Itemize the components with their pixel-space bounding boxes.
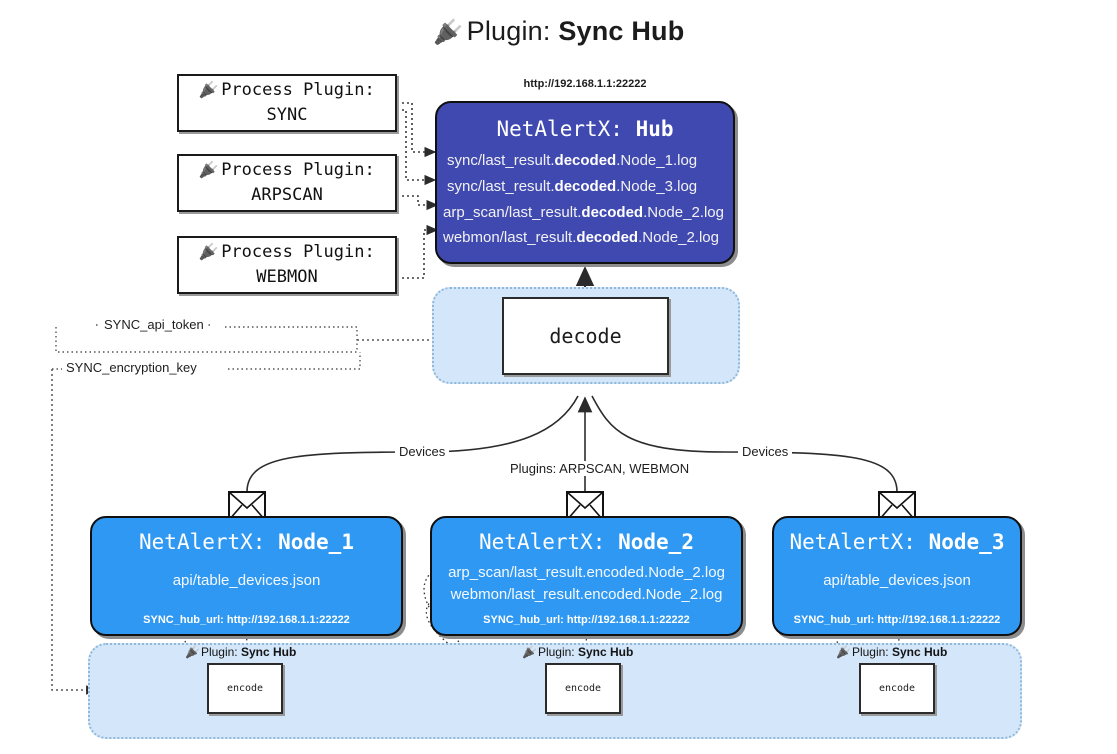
node-3-hub-url: SYNC_hub_url: http://192.168.1.1:22222 bbox=[793, 614, 1001, 626]
hub-file-3-mid: decoded bbox=[581, 204, 644, 221]
hub-file-4: webmon/last_result.decoded.Node_2.log bbox=[433, 230, 733, 245]
node-box-node-3[interactable]: NetAlertX: Node_3 api/table_devices.json… bbox=[772, 516, 1022, 636]
plug-icon: 🔌 bbox=[199, 241, 220, 261]
node-1-title-prefix: NetAlertX: bbox=[139, 530, 266, 554]
hub-file-3-pre: arp_scan/last_result. bbox=[443, 204, 582, 221]
hub-file-1-mid: decoded bbox=[554, 152, 617, 169]
hub-file-1: sync/last_result.decoded.Node_1.log bbox=[437, 153, 733, 168]
node-2-file-1: arp_scan/last_result.encoded.Node_2.log bbox=[448, 564, 725, 581]
page-title-name: Sync Hub bbox=[558, 16, 685, 46]
node-3-title-prefix: NetAlertX: bbox=[789, 530, 916, 554]
wire-sync-plugin-to-hub-2 bbox=[397, 109, 437, 186]
node-2-file-2: webmon/last_result.encoded.Node_2.log bbox=[450, 585, 723, 603]
node-1-hub-url: SYNC_hub_url: http://192.168.1.1:22222 bbox=[143, 614, 350, 626]
hub-file-4-pre: webmon/last_result. bbox=[443, 229, 577, 246]
plug-icon: 🔌 bbox=[185, 645, 200, 659]
encoder-1-caption-name: Sync Hub bbox=[241, 645, 297, 659]
encoder-1-caption-prefix: Plugin: bbox=[200, 645, 238, 659]
wire-sync-plugin-to-hub bbox=[397, 102, 437, 158]
plug-icon: 🔌 bbox=[199, 159, 220, 179]
node-3-file-1: api/table_devices.json bbox=[823, 572, 971, 589]
process-plugin-sync[interactable]: 🔌Process Plugin: SYNC bbox=[177, 74, 397, 132]
node-1-file-1: api/table_devices.json bbox=[172, 572, 321, 589]
encoder-3-caption-name: Sync Hub bbox=[892, 645, 948, 659]
hub-file-3: arp_scan/last_result.decoded.Node_2.log bbox=[433, 205, 733, 220]
hub-file-4-post: .Node_2.log bbox=[638, 229, 719, 246]
process-plugin-webmon-line2: WEBMON bbox=[256, 267, 318, 287]
hub-file-2: sync/last_result.decoded.Node_3.log bbox=[437, 179, 733, 194]
node-2-title-name: Node_2 bbox=[618, 530, 694, 554]
edge-label-devices-left: Devices bbox=[395, 444, 450, 459]
node-2-title-prefix: NetAlertX: bbox=[479, 530, 606, 554]
node-1-title: NetAlertX: Node_1 bbox=[92, 530, 401, 554]
node-1-title-name: Node_1 bbox=[278, 530, 354, 554]
setting-sync-encryption-key: SYNC_encryption_key bbox=[62, 360, 201, 375]
encoder-3-caption-prefix: Plugin: bbox=[851, 645, 889, 659]
encoder-3-caption: 🔌Plugin: Sync Hub bbox=[836, 645, 947, 659]
encode-box-node-3[interactable]: encode bbox=[859, 663, 935, 714]
wire-arpscan-plugin-to-hub bbox=[397, 195, 439, 211]
page-title-prefix: Plugin: bbox=[466, 16, 551, 46]
process-plugin-arpscan[interactable]: 🔌Process Plugin: ARPSCAN bbox=[177, 154, 397, 212]
hub-file-2-post: .Node_3.log bbox=[616, 178, 698, 195]
plug-icon: 🔌 bbox=[836, 645, 851, 659]
hub-title-name: Hub bbox=[635, 117, 674, 141]
plug-icon: 🔌 bbox=[432, 19, 463, 46]
edge-label-devices-right: Devices bbox=[738, 444, 793, 459]
hub-file-1-post: .Node_1.log bbox=[616, 152, 698, 169]
node-box-node-2[interactable]: NetAlertX: Node_2 arp_scan/last_result.e… bbox=[430, 516, 743, 636]
node-2-title: NetAlertX: Node_2 bbox=[432, 530, 741, 554]
hub-url: http://192.168.1.1:22222 bbox=[523, 78, 647, 90]
hub-file-1-pre: sync/last_result. bbox=[447, 152, 555, 169]
hub-title: NetAlertX: Hub bbox=[437, 117, 733, 141]
hub-file-2-pre: sync/last_result. bbox=[447, 178, 555, 195]
hub-file-3-post: .Node_2.log bbox=[643, 204, 724, 221]
encode-box-node-1[interactable]: encode bbox=[207, 663, 283, 714]
encoder-2-caption: 🔌Plugin: Sync Hub bbox=[522, 645, 633, 659]
encoder-2-caption-prefix: Plugin: bbox=[537, 645, 575, 659]
encode-box-node-2[interactable]: encode bbox=[545, 663, 621, 714]
hub-node[interactable]: NetAlertX: Hub sync/last_result.decoded.… bbox=[435, 101, 735, 264]
plug-icon: 🔌 bbox=[199, 79, 220, 99]
hub-title-prefix: NetAlertX: bbox=[496, 117, 623, 141]
wire-webmon-plugin-to-hub bbox=[397, 224, 439, 279]
process-plugin-webmon[interactable]: 🔌Process Plugin: WEBMON bbox=[177, 236, 397, 294]
decode-box[interactable]: decode bbox=[502, 297, 669, 375]
process-plugin-arpscan-line1: Process Plugin: bbox=[221, 159, 375, 180]
node-3-title: NetAlertX: Node_3 bbox=[774, 530, 1020, 554]
process-plugin-sync-line2: SYNC bbox=[266, 105, 308, 125]
process-plugin-webmon-line1: Process Plugin: bbox=[221, 241, 375, 262]
node-3-title-name: Node_3 bbox=[928, 530, 1005, 554]
node-2-hub-url: SYNC_hub_url: http://192.168.1.1:22222 bbox=[483, 614, 690, 626]
setting-sync-api-token: SYNC_api_token bbox=[100, 317, 208, 332]
hub-file-4-mid: decoded bbox=[576, 229, 639, 246]
page-title: 🔌Plugin: Sync Hub bbox=[0, 16, 1117, 47]
hub-file-2-mid: decoded bbox=[554, 178, 617, 195]
node-box-node-1[interactable]: NetAlertX: Node_1 api/table_devices.json… bbox=[90, 516, 403, 636]
encoder-2-caption-name: Sync Hub bbox=[578, 645, 634, 659]
process-plugin-sync-line1: Process Plugin: bbox=[221, 79, 375, 100]
edge-label-plugins-center: Plugins: ARPSCAN, WEBMON bbox=[506, 461, 694, 476]
envelope-icon bbox=[228, 491, 266, 521]
process-plugin-arpscan-line2: ARPSCAN bbox=[251, 185, 323, 205]
encoder-1-caption: 🔌Plugin: Sync Hub bbox=[185, 645, 296, 659]
plug-icon: 🔌 bbox=[522, 645, 537, 659]
